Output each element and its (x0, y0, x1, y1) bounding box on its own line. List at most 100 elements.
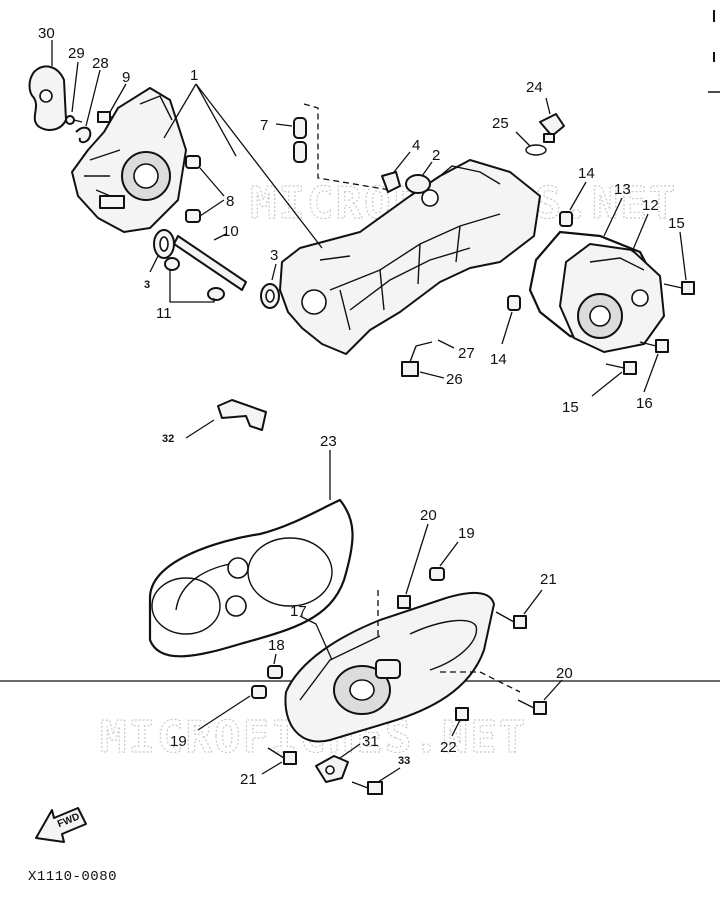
right-crankcase (279, 159, 541, 355)
part-24-plug (539, 113, 565, 143)
part-19-dowel-lower (251, 685, 267, 699)
leader-27 (437, 339, 455, 349)
part-26-bolt (401, 345, 419, 377)
part-12-cover (559, 243, 665, 353)
callout-27: 27 (458, 345, 475, 362)
leader-32 (185, 419, 215, 439)
callout-17: 17 (290, 603, 307, 620)
callout-7: 7 (260, 117, 268, 134)
callout-28: 28 (92, 55, 109, 72)
part-16-bolt (639, 339, 669, 353)
part-20-bolt-upper (397, 595, 411, 609)
callout-13: 13 (614, 181, 631, 198)
callout-21b: 21 (240, 771, 257, 788)
part-23-gasket (148, 498, 354, 658)
leader-1 (163, 83, 323, 249)
callout-11: 11 (156, 305, 172, 322)
callout-12: 12 (642, 197, 659, 214)
callout-4: 4 (412, 137, 420, 154)
leader-16 (643, 353, 659, 393)
part-33-bolt (351, 781, 383, 795)
part-27-washer (415, 341, 433, 347)
part-30-plate (28, 65, 67, 131)
callout-30: 30 (38, 25, 55, 42)
leader-4 (393, 151, 411, 173)
part-28-clip (75, 126, 92, 144)
leader-19a (197, 695, 251, 731)
callout-10: 10 (222, 223, 239, 240)
callout-8: 8 (226, 193, 234, 210)
leader-21a (523, 589, 543, 615)
leader-3a (149, 255, 159, 273)
leader-10 (213, 233, 227, 241)
leader-15b (591, 371, 623, 397)
part-8-dowel-pins (185, 155, 201, 223)
callout-23: 23 (320, 433, 337, 450)
part-4-fitting (381, 171, 401, 193)
part-21-bolt-left (267, 747, 297, 765)
leader-2 (421, 161, 433, 177)
part-2-collar (405, 174, 431, 194)
callout-20a: 20 (420, 507, 437, 524)
part-11-bushings (164, 257, 225, 301)
leader-22 (451, 719, 461, 737)
leader-14b (501, 311, 513, 345)
callout-31: 31 (362, 733, 379, 750)
callout-20b: 20 (556, 665, 573, 682)
leader-18 (273, 653, 277, 665)
figure-code: X1110-0080 (28, 869, 117, 885)
callout-26: 26 (446, 371, 463, 388)
leader-20b (543, 679, 563, 701)
part-20-bolt-lower (517, 699, 547, 715)
part-22-bolt (455, 707, 469, 721)
leader-8 (199, 167, 225, 217)
leader-15a (679, 231, 687, 281)
leader-29 (71, 61, 79, 113)
leader-19b (439, 541, 459, 567)
callout-15b: 15 (562, 399, 579, 416)
part-31-clamp (315, 755, 349, 783)
leader-20a (405, 523, 429, 595)
callout-3a: 3 (144, 279, 150, 291)
callout-14a: 14 (578, 165, 595, 182)
callout-25: 25 (492, 115, 509, 132)
callout-19b: 19 (458, 525, 475, 542)
leader-28 (85, 69, 101, 127)
leader-17 (299, 615, 333, 661)
leader-12 (631, 213, 649, 253)
part-10-shaft (173, 235, 247, 291)
leader-9 (109, 83, 127, 113)
callout-3b: 3 (270, 247, 278, 264)
leader-7-dash (303, 103, 391, 191)
callout-24: 24 (526, 79, 543, 96)
callout-1: 1 (190, 67, 198, 84)
fwd-arrow-icon: FWD (35, 807, 87, 843)
part-7-pins (293, 117, 307, 163)
callout-33: 33 (398, 755, 410, 767)
leader-33 (377, 767, 401, 783)
part-29-screw (65, 115, 83, 125)
callout-18: 18 (268, 637, 285, 654)
left-crankcase (71, 87, 187, 233)
part-15-bolt-upper (663, 281, 695, 295)
part-3-oil-seal-left (153, 229, 175, 259)
leader-7 (275, 123, 293, 127)
callout-19a: 19 (170, 733, 187, 750)
leader-25 (515, 131, 531, 147)
part-15-bolt-lower (605, 361, 637, 375)
leader-3b (271, 263, 277, 281)
leader-21b (261, 761, 283, 775)
part-3-oil-seal-right (260, 283, 280, 309)
part-18-dowel (267, 665, 283, 679)
leader-24 (545, 97, 551, 115)
callout-15a: 15 (668, 215, 685, 232)
callout-9: 9 (122, 69, 130, 86)
leader-26 (419, 371, 445, 379)
part-19-dowel-upper (429, 567, 445, 581)
leader-11 (169, 270, 215, 303)
part-14-dowel-lower (507, 295, 521, 311)
part-21-bolt-right (495, 611, 527, 629)
callout-29: 29 (68, 45, 85, 62)
part-32-bracket (217, 399, 267, 431)
